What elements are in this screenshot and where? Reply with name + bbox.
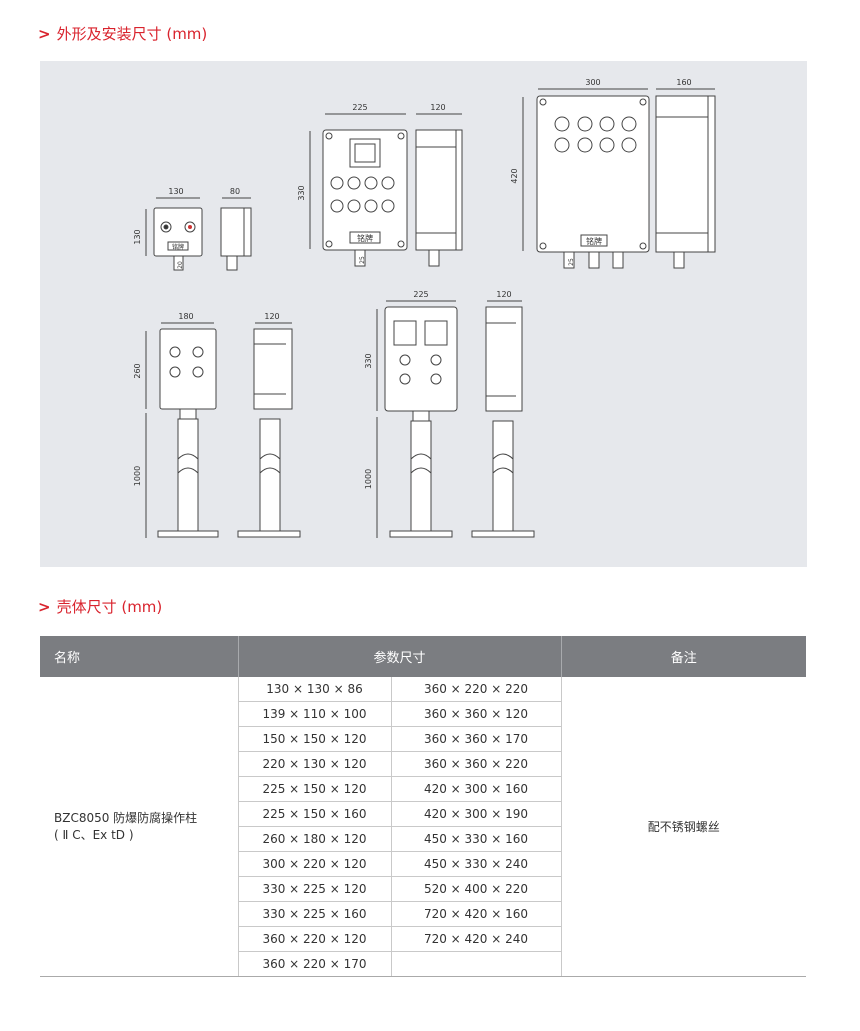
product-protection: ( Ⅱ C、Ex tD ) xyxy=(54,827,134,842)
product-name-cell: BZC8050 防爆防腐操作柱 ( Ⅱ C、Ex tD ) xyxy=(40,677,239,977)
nameplate-label: 铭牌 xyxy=(172,243,184,251)
dim-pole: 1000 xyxy=(364,469,373,489)
size-cell: 330 × 225 × 120 xyxy=(238,876,392,902)
table-body: BZC8050 防爆防腐操作柱 ( Ⅱ C、Ex tD ) 130 × 130 × … xyxy=(40,677,806,977)
nameplate-label: 铭牌 xyxy=(586,236,602,246)
dim-depth: 120 xyxy=(496,290,511,299)
dim-pole: 1000 xyxy=(133,466,142,486)
size-cell: 420 × 300 × 190 xyxy=(391,801,562,827)
size-cell: 360 × 220 × 220 xyxy=(391,677,562,702)
size-cell: 139 × 110 × 100 xyxy=(238,701,392,727)
chevron-icon: > xyxy=(38,25,51,43)
size-cell: 360 × 360 × 170 xyxy=(391,726,562,752)
gland-size: 20 xyxy=(177,261,184,269)
drawing-small-box: 130 130 铭牌 20 80 xyxy=(133,187,252,271)
dim-width: 130 xyxy=(168,187,183,196)
gland-size: 25 xyxy=(568,258,575,266)
product-name: BZC8050 防爆防腐操作柱 xyxy=(54,810,198,825)
section-title-dimensions: > 外形及安装尺寸 (mm) xyxy=(38,23,207,44)
size-cell: 360 × 360 × 120 xyxy=(391,701,562,727)
header-name: 名称 xyxy=(40,636,239,677)
dim-depth: 80 xyxy=(230,187,240,196)
chevron-icon: > xyxy=(38,598,51,616)
size-cell: 220 × 130 × 120 xyxy=(238,751,392,777)
size-cell: 520 × 400 × 220 xyxy=(391,876,562,902)
dim-width: 180 xyxy=(178,312,193,321)
dim-width: 225 xyxy=(413,290,428,299)
size-cell: 330 × 225 × 160 xyxy=(238,901,392,927)
size-cell: 450 × 330 × 240 xyxy=(391,851,562,877)
dimension-drawings: 130 130 铭牌 20 80 225 330 铭牌 25 120 xyxy=(40,61,807,567)
table-row: BZC8050 防爆防腐操作柱 ( Ⅱ C、Ex tD ) 130 × 130 × … xyxy=(40,677,806,977)
dim-depth: 120 xyxy=(264,312,279,321)
table-row: 360 × 220 × 170 xyxy=(40,951,806,977)
housing-size-table: 名称 参数尺寸 备注 BZC8050 防爆防腐操作柱 ( Ⅱ C、Ex tD ) 1… xyxy=(40,636,806,977)
remark-cell: 配不锈钢螺丝 xyxy=(561,677,806,977)
dim-height: 260 xyxy=(133,363,142,378)
dim-depth: 160 xyxy=(676,78,691,87)
size-cell: 225 × 150 × 160 xyxy=(238,801,392,827)
section-title-text: 壳体尺寸 (mm) xyxy=(56,598,163,616)
size-cell: 420 × 300 × 160 xyxy=(391,776,562,802)
size-cell: 360 × 220 × 170 xyxy=(238,951,392,977)
dim-height: 130 xyxy=(133,229,142,244)
drawing-medium-box: 225 330 铭牌 25 120 xyxy=(297,103,463,267)
nameplate-label: 铭牌 xyxy=(357,233,373,243)
size-cell: 150 × 150 × 120 xyxy=(238,726,392,752)
size-cell: 260 × 180 × 120 xyxy=(238,826,392,852)
header-remark: 备注 xyxy=(561,636,806,677)
header-params: 参数尺寸 xyxy=(238,636,562,677)
dim-height: 420 xyxy=(510,168,519,183)
size-cell: 720 × 420 × 240 xyxy=(391,926,562,952)
size-cell: 225 × 150 × 120 xyxy=(238,776,392,802)
size-cell: 360 × 360 × 220 xyxy=(391,751,562,777)
dim-width: 300 xyxy=(585,78,600,87)
size-cell: 360 × 220 × 120 xyxy=(238,926,392,952)
drawing-large-box: 300 420 铭牌 25 160 xyxy=(510,78,716,269)
dim-width: 225 xyxy=(352,103,367,112)
section-title-housing: > 壳体尺寸 (mm) xyxy=(38,596,162,617)
size-cell: 130 × 130 × 86 xyxy=(238,677,392,702)
table-header-row: 名称 参数尺寸 备注 xyxy=(40,636,806,677)
drawing-post-large: 225 330 1000 120 xyxy=(364,290,535,538)
section-title-text: 外形及安装尺寸 (mm) xyxy=(56,25,208,43)
size-cell: 300 × 220 × 120 xyxy=(238,851,392,877)
size-cell xyxy=(391,951,562,977)
dim-height: 330 xyxy=(297,185,306,200)
dim-height: 330 xyxy=(364,353,373,368)
drawing-post-small: 180 260 1000 120 xyxy=(133,312,301,538)
size-cell: 450 × 330 × 160 xyxy=(391,826,562,852)
dim-depth: 120 xyxy=(430,103,445,112)
gland-size: 25 xyxy=(359,256,366,264)
size-cell: 720 × 420 × 160 xyxy=(391,901,562,927)
